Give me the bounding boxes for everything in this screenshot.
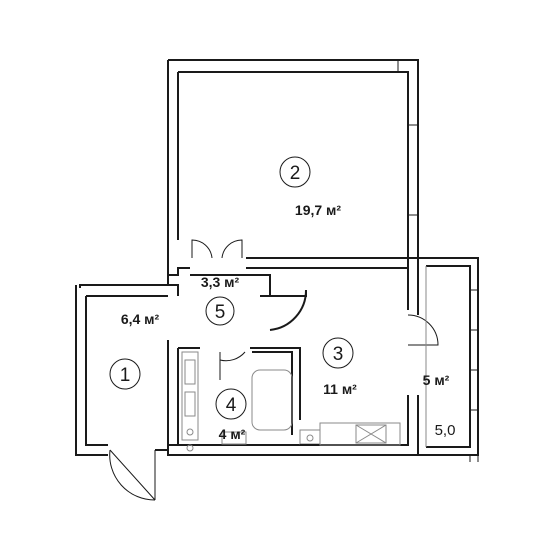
bathroom-walls (167, 340, 301, 456)
toilet-icon (299, 429, 321, 445)
room-5-number-circle (205, 296, 235, 326)
room-3-area: 11 м² (323, 381, 357, 397)
balcony-walls (418, 257, 479, 462)
sink-icon (221, 431, 247, 445)
room-1-number-circle (109, 358, 141, 390)
hall-walls (75, 258, 190, 456)
room-3-number-circle (322, 337, 354, 369)
double-door-room-2 (191, 239, 243, 259)
room-4-area: 4 м² (219, 426, 246, 442)
room-5-area: 3,3 м² (201, 274, 240, 290)
kitchen-counter (319, 422, 401, 446)
room-2-area: 19,7 м² (295, 202, 341, 218)
washing-column-fixture (181, 351, 199, 452)
room-5-number: 5 (215, 302, 226, 323)
room-4-number-circle (215, 388, 247, 420)
balcony-extra: 5,0 (435, 422, 456, 439)
room-2-walls (167, 59, 419, 269)
room-4-number: 4 (226, 395, 237, 416)
room-1-number: 1 (120, 365, 131, 386)
room-1-area: 6,4 м² (121, 311, 160, 327)
bathtub-icon (251, 369, 293, 431)
room-2-number: 2 (290, 163, 301, 184)
kitchen-door (407, 314, 439, 346)
balcony-area: 5 м² (423, 372, 450, 388)
room-3-number: 3 (333, 344, 344, 365)
room-2-number-circle (279, 156, 311, 188)
